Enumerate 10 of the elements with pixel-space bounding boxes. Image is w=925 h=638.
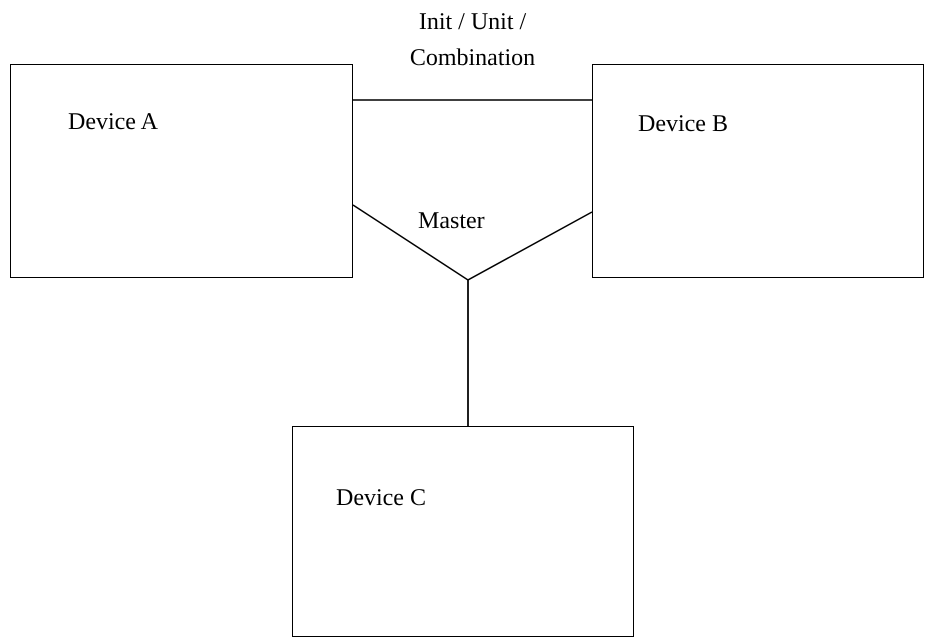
edge-label: Init / Unit / Combination	[408, 8, 536, 73]
device-box	[592, 64, 924, 278]
connector-line	[467, 211, 592, 426]
connector-line	[353, 99, 592, 101]
device-box	[292, 426, 634, 637]
connection-label: Master	[418, 208, 485, 235]
device-box	[10, 64, 353, 278]
device-name: Device C	[336, 485, 426, 512]
device-name: Device A	[68, 109, 158, 136]
device-name: Device B	[638, 111, 728, 138]
